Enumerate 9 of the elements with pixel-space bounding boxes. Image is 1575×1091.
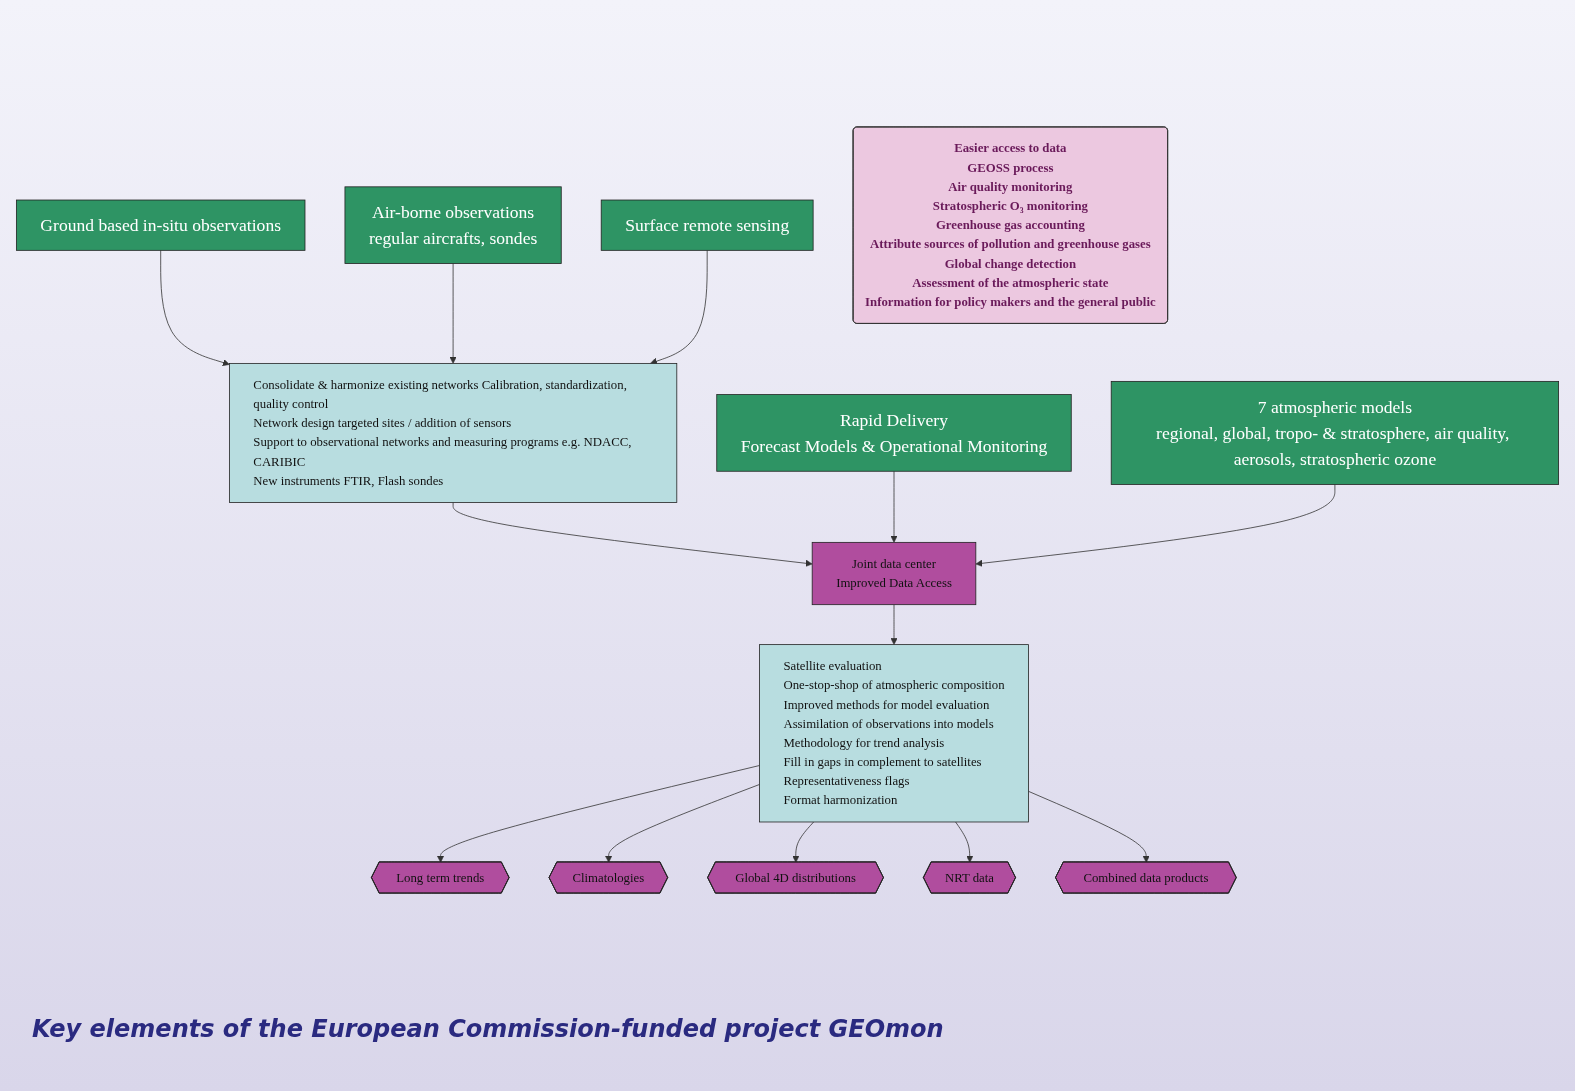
node-box: Rapid Delivery Forecast Models & Operational Monitoring — [716, 394, 1072, 472]
caption: Key elements of the European Commission-funded project GEOmon — [32, 1015, 944, 1043]
node-box: 7 atmospheric models regional, global, tropo- & stratosphere, air quality, aerosols, stratospheric ozone — [1110, 380, 1559, 485]
node-box: Ground based in-situ observations — [16, 199, 306, 251]
node-box: Joint data center Improved Data Access — [811, 541, 977, 606]
node-box: Surface remote sensing — [600, 199, 814, 251]
node-box: Air-borne observations regular aircrafts, sondes — [344, 186, 562, 264]
node-box: Consolidate & harmonize existing networks Calibration, standardization, quality control Network design targeted sites / addition of sensors Support to observational networks and measuring programs e.g. NDACC, CARIBIC New instruments FTIR, Flash sondes — [229, 363, 678, 503]
node-box: Satellite evaluation One-stop-shop of atmospheric composition Improved methods for model evaluation Assimilation of observations into models Methodology for trend analysis Fill in gaps in complement to satellites Representativeness flags Format harmonization — [759, 644, 1029, 823]
